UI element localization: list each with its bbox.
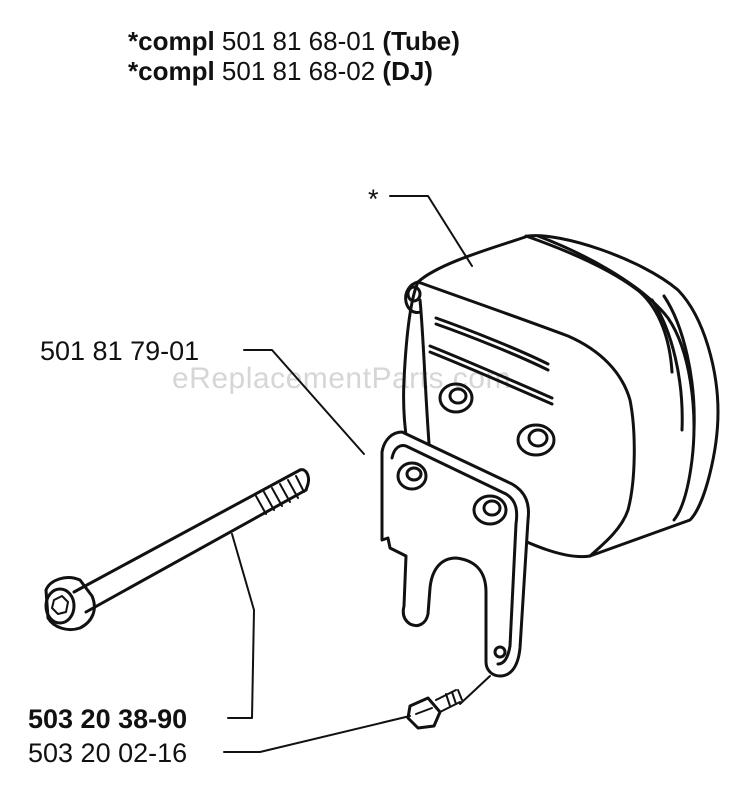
screw-drawing — [406, 689, 463, 730]
callout-muffler: * — [368, 184, 379, 214]
part-number: 501 81 68-02 — [221, 56, 376, 86]
plate-drawing — [380, 430, 530, 678]
compl-prefix: *compl — [128, 26, 215, 56]
leader-muffler — [389, 195, 473, 267]
part-number: 501 81 68-01 — [221, 26, 376, 56]
leader-lines — [223, 195, 491, 753]
parts-header: *compl 501 81 68-01 (Tube) *compl 501 81… — [128, 26, 460, 86]
header-line-tube: *compl 501 81 68-01 (Tube) — [128, 26, 460, 56]
variant-label: (Tube) — [382, 26, 460, 56]
compl-prefix: *compl — [128, 56, 215, 86]
leader-plate — [243, 349, 365, 455]
callout-screw: 503 20 02-16 — [28, 738, 188, 768]
bolt-drawing — [44, 468, 310, 632]
leader-screw-to-plate — [459, 675, 491, 705]
leader-screw — [223, 715, 411, 753]
variant-label: (DJ) — [382, 56, 433, 86]
callout-plate: 501 81 79-01 — [40, 336, 200, 366]
header-line-dj: *compl 501 81 68-02 (DJ) — [128, 56, 460, 86]
leader-bolt — [227, 533, 255, 719]
callout-bolt: 503 20 38-90 — [28, 704, 188, 734]
